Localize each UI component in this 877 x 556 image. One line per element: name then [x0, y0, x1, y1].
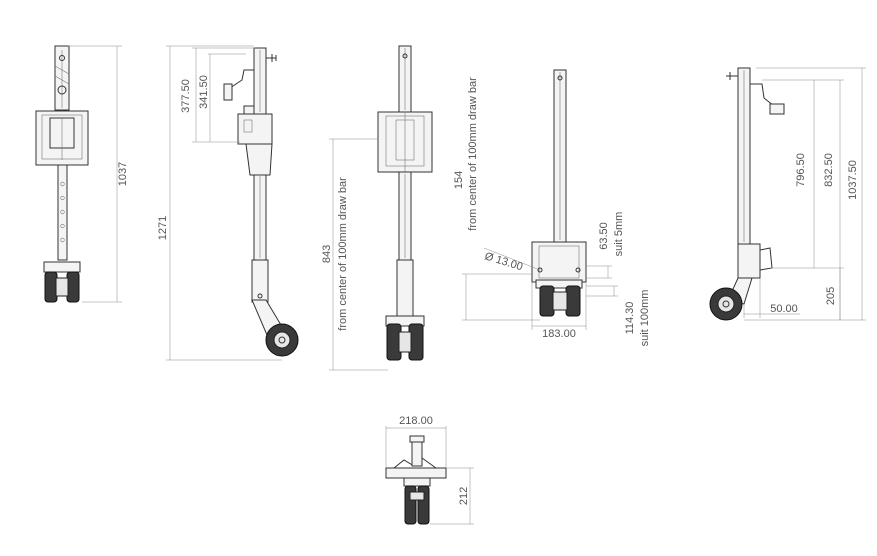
dim-183: 183.00 — [542, 328, 576, 340]
dim-154: 154 — [453, 171, 465, 189]
dim-1037: 1037 — [117, 162, 129, 186]
dim-218: 218.00 — [399, 415, 433, 427]
dim-114-30: 114.30 — [624, 302, 636, 335]
view-front-left: 1037 — [35, 45, 129, 303]
dim-832-50: 832.50 — [823, 153, 835, 187]
dim-843: 843 — [321, 245, 333, 263]
dim-843-note: from center of 100mm draw bar — [337, 177, 349, 331]
dim-1037-50: 1037.50 — [847, 160, 859, 200]
dim-377-50: 377.50 — [180, 79, 192, 113]
view-side-right: 796.50 832.50 1037.50 205 50.00 — [709, 67, 866, 321]
view-front-middle: 843 from center of 100mm draw bar — [321, 45, 433, 371]
dim-1271: 1271 — [157, 216, 169, 240]
view-side-crank: 377.50 341.50 1271 — [157, 45, 299, 361]
dim-154-note: from center of 100mm draw bar — [467, 77, 479, 231]
dim-341-50: 341.50 — [198, 75, 210, 109]
dim-205: 205 — [825, 287, 837, 305]
dim-50: 50.00 — [770, 303, 798, 315]
dim-63-50-note: suit 5mm — [613, 212, 625, 257]
dim-212: 212 — [458, 487, 470, 505]
dim-114-30-note: suit 100mm — [639, 290, 651, 347]
view-front-detail: 154 from center of 100mm draw bar Ø 13.0… — [453, 69, 651, 347]
dim-796-50: 796.50 — [795, 153, 807, 187]
view-bottom: 218.00 212 — [385, 415, 474, 525]
dim-63-50: 63.50 — [598, 222, 610, 250]
dim-hole-13: Ø 13.00 — [483, 250, 524, 273]
